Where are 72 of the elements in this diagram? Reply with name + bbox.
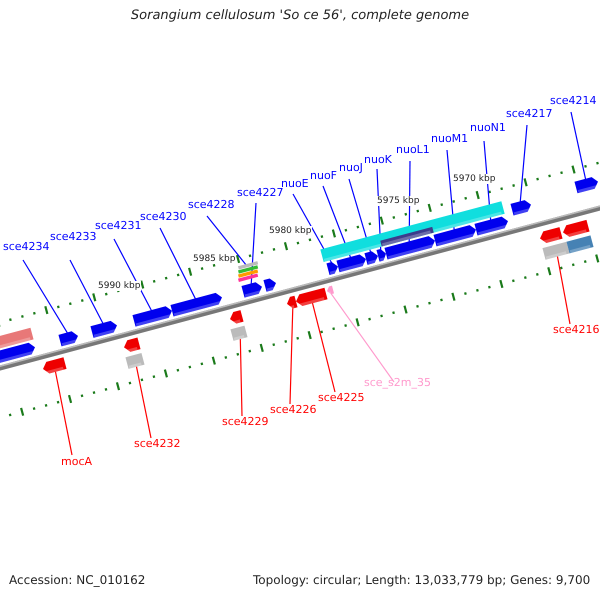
gene-label: sce4217 xyxy=(506,108,553,121)
gene-feature xyxy=(0,328,34,350)
genome-summary-text: Topology: circular; Length: 13,033,779 bp; Genes: 9,700 xyxy=(253,574,590,588)
gene-label: nuoJ xyxy=(339,162,363,175)
leader-line xyxy=(312,302,336,392)
accession-text: Accession: NC_010162 xyxy=(9,574,146,588)
title: Sorangium cellulosum 'So ce 56', complete genome xyxy=(130,9,470,24)
gene-feature xyxy=(380,226,434,247)
gene-feature xyxy=(0,342,35,364)
scale-label: 5975 kbp xyxy=(376,196,420,206)
gene-feature xyxy=(263,278,276,292)
leader-line xyxy=(556,256,571,324)
gene-feature xyxy=(384,236,435,260)
gene-label: sce4216 xyxy=(553,324,600,337)
gene-feature xyxy=(474,216,508,236)
leader-line xyxy=(289,307,294,404)
gene-label: mocA xyxy=(61,456,92,469)
scale-label: 5985 kbp xyxy=(192,254,236,264)
leader-line xyxy=(69,260,104,324)
gene-feature xyxy=(542,242,570,260)
gene-feature xyxy=(43,357,67,374)
leader-line xyxy=(206,216,247,266)
gene-label: sce4233 xyxy=(50,231,97,244)
gene-feature xyxy=(540,227,563,244)
gene-feature xyxy=(230,310,244,325)
gene-label: sce4232 xyxy=(134,438,181,451)
gene-feature xyxy=(364,251,378,265)
gene-feature xyxy=(433,225,476,246)
gene-feature xyxy=(241,282,262,298)
gene-label: sce4228 xyxy=(188,199,235,212)
gene-feature xyxy=(510,200,531,216)
gene-label: sce4214 xyxy=(550,95,597,108)
gene-feature xyxy=(574,177,598,194)
leader-line xyxy=(570,112,586,180)
leader-line xyxy=(240,338,243,416)
gene-feature xyxy=(326,262,338,275)
leader-line xyxy=(520,124,528,202)
scale-label: 5980 kbp xyxy=(268,226,312,236)
feature-stack xyxy=(238,261,258,282)
gene-label: nuoN1 xyxy=(470,122,506,135)
leader-line xyxy=(250,202,257,285)
gene-feature xyxy=(287,296,298,310)
gene-feature xyxy=(170,292,222,317)
gene-label: sce4234 xyxy=(3,241,50,254)
gene-label: sce4229 xyxy=(222,416,269,429)
gene-feature xyxy=(125,353,145,369)
scale-label: 5970 kbp xyxy=(452,174,496,184)
leader-line xyxy=(22,260,68,334)
gene-label: sce4226 xyxy=(270,404,317,417)
gene-label: nuoE xyxy=(281,178,309,191)
gene-label: nuoF xyxy=(310,170,338,183)
leader-line xyxy=(159,228,196,300)
gene-feature xyxy=(58,331,78,346)
gene-feature xyxy=(563,220,590,238)
gene-label: sce4225 xyxy=(318,392,365,405)
gene-feature xyxy=(566,235,594,254)
leader-line xyxy=(54,370,73,456)
gene-feature xyxy=(327,286,334,295)
gene-feature xyxy=(376,248,386,262)
gene-feature xyxy=(230,326,248,341)
gene-feature xyxy=(90,320,117,338)
gene-feature xyxy=(124,338,141,353)
gene-label: sce_s2m_35 xyxy=(364,377,431,390)
gene-feature xyxy=(132,306,172,327)
gene-label: nuoM1 xyxy=(431,133,468,146)
leader-line xyxy=(330,292,394,382)
gene-label: nuoK xyxy=(364,154,392,167)
gene-label: sce4230 xyxy=(140,211,187,224)
gene-label: nuoL1 xyxy=(396,144,430,157)
gene-label: sce4227 xyxy=(237,187,284,200)
scale-label: 5990 kbp xyxy=(97,281,142,292)
gene-label: sce4231 xyxy=(95,220,142,233)
